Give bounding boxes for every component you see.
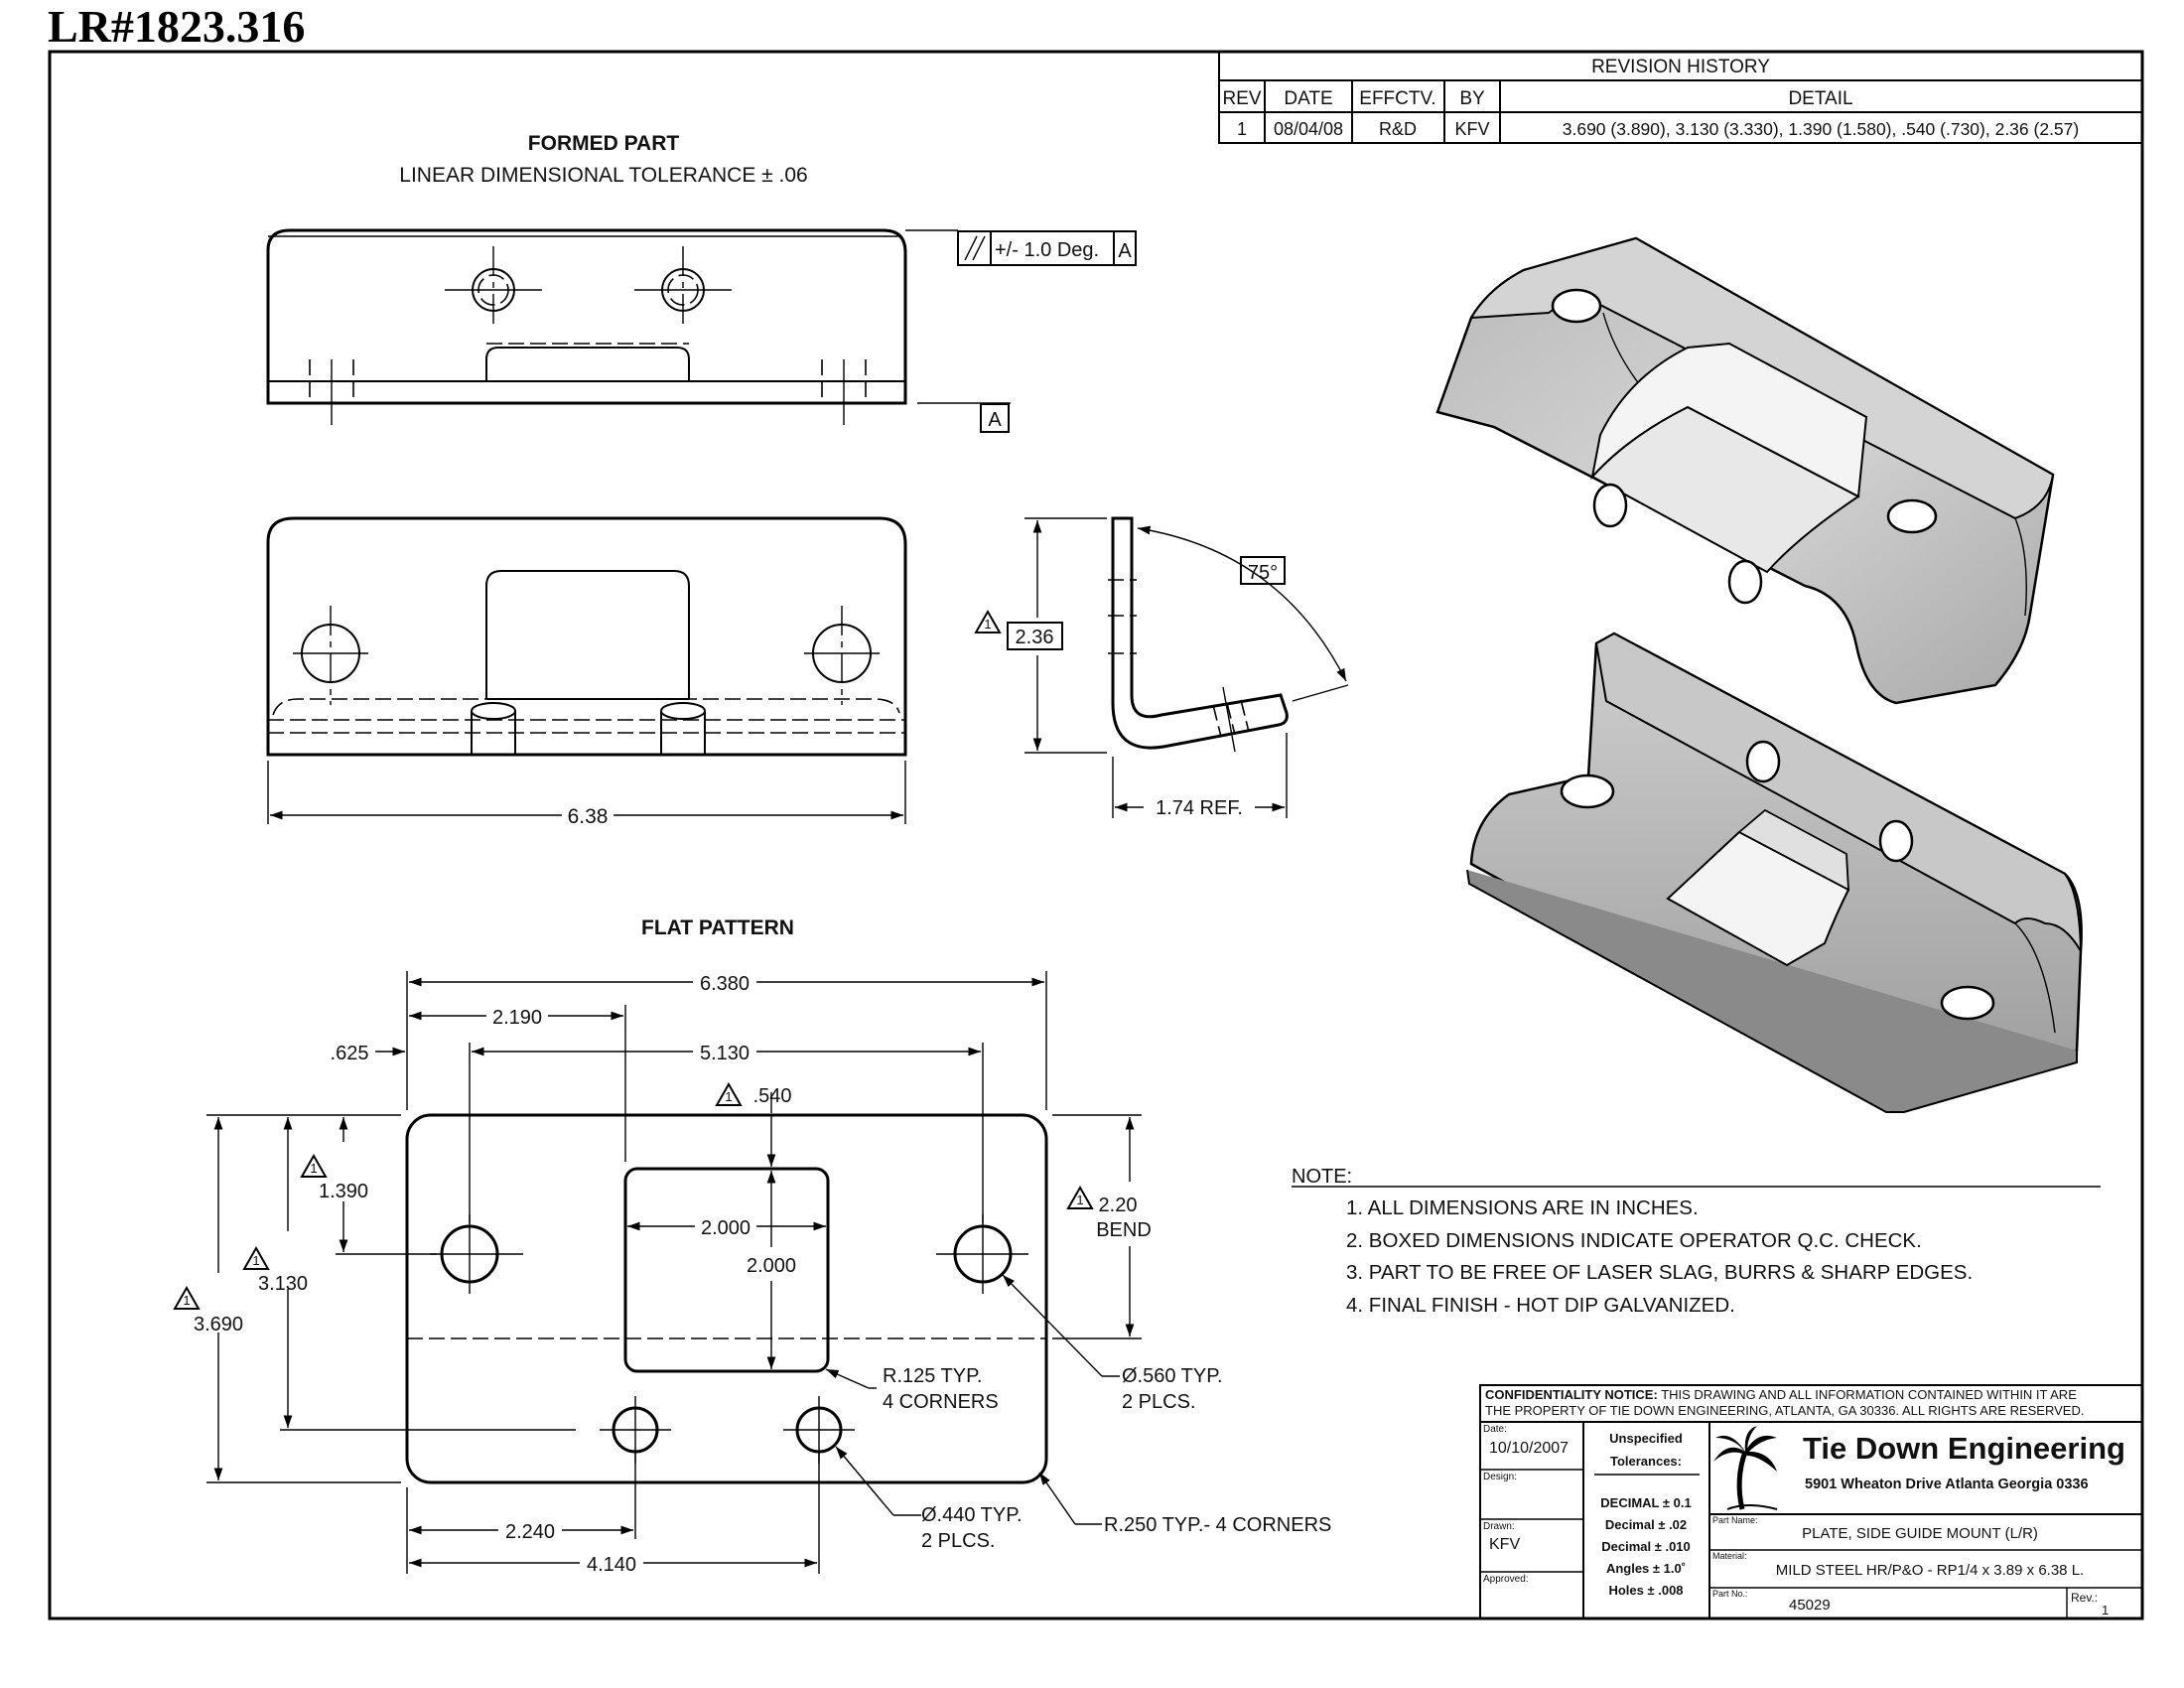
note-2: 2. BOXED DIMENSIONS INDICATE OPERATOR Q.… <box>1346 1229 1922 1252</box>
dim-square-height: 2.000 <box>747 1255 796 1277</box>
callout-d440: Ø.440 TYP. <box>921 1504 1023 1526</box>
design-label: Design: <box>1483 1472 1517 1482</box>
rev-triangle-3690: 1 <box>183 1293 190 1308</box>
tol-decimal-3: Decimal ± .010 <box>1601 1539 1691 1554</box>
note-3: 3. PART TO BE FREE OF LASER SLAG, BURRS … <box>1346 1261 1973 1284</box>
dim-hole-height: 1.390 <box>319 1181 368 1202</box>
callout-r125-count: 4 CORNERS <box>883 1391 999 1413</box>
parallelism-tolerance: +/- 1.0 Deg. <box>995 239 1099 261</box>
approved-label: Approved: <box>1483 1574 1529 1585</box>
detail-cell: 3.690 (3.890), 3.130 (3.330), 1.390 (1.5… <box>1563 119 2079 139</box>
date-cell: 08/04/08 <box>1274 119 1343 139</box>
detail-header: DETAIL <box>1788 88 1852 109</box>
parallelism-datum: A <box>1118 240 1132 262</box>
company-address: 5901 Wheaton Drive Atlanta Georgia 0336 <box>1805 1477 2089 1492</box>
rev-header: REV <box>1222 88 1261 109</box>
title-block: CONFIDENTIALITY NOTICE: THIS DRAWING AND… <box>1479 1384 2143 1619</box>
material: MILD STEEL HR/P&O - RP1/4 x 3.89 x 6.38 … <box>1776 1562 2084 1579</box>
rev-label: Rev.: <box>2071 1591 2098 1605</box>
callout-r250: R.250 TYP.- 4 CORNERS <box>1104 1514 1331 1536</box>
dim-formed-height: 2.36 <box>1016 627 1054 648</box>
datum-a-label: A <box>988 409 1002 431</box>
material-label: Material: <box>1712 1551 1747 1561</box>
dim-small-hole-x2: 4.140 <box>587 1554 636 1576</box>
flat-pattern-view <box>405 1113 1048 1484</box>
dim-ref-depth: 1.74 REF. <box>1156 797 1243 819</box>
rev-triangle-1390: 1 <box>310 1161 317 1176</box>
rev-triangle-236: 1 <box>984 617 991 632</box>
formed-part-tolerance: LINEAR DIMENSIONAL TOLERANCE ± .06 <box>399 164 807 187</box>
company-name: Tie Down Engineering <box>1803 1431 2125 1466</box>
document-id: LR#1823.316 <box>48 1 305 52</box>
drawn-value: KFV <box>1489 1536 1520 1553</box>
effctv-cell: R&D <box>1379 119 1417 139</box>
by-header: BY <box>1459 88 1485 109</box>
dim-square-top: .540 <box>753 1085 792 1107</box>
dim-hole-spacing: 5.130 <box>700 1043 750 1064</box>
note-1: 1. ALL DIMENSIONS ARE IN INCHES. <box>1346 1196 1699 1219</box>
formed-part-side-view: 1 2.36 75° 1.74 REF. <box>974 516 1349 819</box>
dim-hole-edge: .625 <box>331 1043 369 1064</box>
note-4: 4. FINAL FINISH - HOT DIP GALVANIZED. <box>1346 1294 1735 1317</box>
tol-decimal-1: DECIMAL ± 0.1 <box>1600 1495 1691 1510</box>
revision-history-title: REVISION HISTORY <box>1591 57 1770 77</box>
dim-bend: 2.20 <box>1099 1195 1138 1216</box>
rev-triangle-bend: 1 <box>1076 1193 1083 1207</box>
rev-cell: 1 <box>1237 119 1247 139</box>
callout-d560: Ø.560 TYP. <box>1122 1365 1223 1387</box>
drawn-label: Drawn: <box>1483 1521 1515 1532</box>
notes-title: NOTE: <box>1292 1166 1352 1188</box>
dim-overall-width: 6.380 <box>700 973 750 995</box>
part-name-label: Part Name: <box>1712 1515 1758 1525</box>
date-header: DATE <box>1284 88 1332 109</box>
confidentiality-label: CONFIDENTIALITY NOTICE: THIS DRAWING AND… <box>1485 1387 2077 1402</box>
dim-square-offset: 2.190 <box>492 1007 542 1029</box>
formed-part-title: FORMED PART <box>528 132 680 155</box>
rev-triangle-540: 1 <box>725 1089 732 1104</box>
dim-small-hole-x1: 2.240 <box>505 1521 555 1543</box>
rev-triangle-3130: 1 <box>252 1253 259 1268</box>
isometric-view-upper <box>1435 236 2055 705</box>
isometric-view-lower <box>1466 632 2083 1113</box>
part-no-label: Part No.: <box>1712 1589 1748 1599</box>
tol-holes: Holes ± .008 <box>1608 1583 1683 1598</box>
flat-pattern-title: FLAT PATTERN <box>641 916 794 939</box>
dim-bend-label: BEND <box>1096 1219 1152 1241</box>
tolerances-label: Tolerances: <box>1610 1454 1682 1469</box>
date-label: Date: <box>1483 1424 1507 1435</box>
rev-value: 1 <box>2102 1603 2109 1618</box>
dim-small-hole-height: 3.130 <box>258 1273 308 1295</box>
dim-square-width: 2.000 <box>701 1217 751 1239</box>
date-value: 10/10/2007 <box>1489 1440 1569 1457</box>
tol-angles: Angles ± 1.0˚ <box>1606 1561 1686 1576</box>
effctv-header: EFFCTV. <box>1359 88 1435 109</box>
callout-d560-count: 2 PLCS. <box>1122 1391 1195 1413</box>
revision-history-table: REVISION HISTORY REV DATE EFFCTV. BY DET… <box>1218 51 2143 144</box>
callout-d440-count: 2 PLCS. <box>921 1530 995 1552</box>
tol-decimal-2: Decimal ± .02 <box>1605 1517 1687 1532</box>
sheet-border <box>48 50 2144 1620</box>
by-cell: KFV <box>1454 119 1489 139</box>
formed-part-front-view: 6.38 <box>266 516 907 828</box>
dim-bend-angle: 75° <box>1248 562 1278 584</box>
callout-r125: R.125 TYP. <box>883 1365 982 1387</box>
part-no: 45029 <box>1789 1597 1831 1614</box>
flat-pattern-callouts: R.125 TYP. 4 CORNERS Ø.560 TYP. 2 PLCS. … <box>825 1274 1331 1552</box>
dim-formed-width: 6.38 <box>568 805 609 828</box>
part-name: PLATE, SIDE GUIDE MOUNT (L/R) <box>1802 1525 2038 1542</box>
notes-block: NOTE: 1. ALL DIMENSIONS ARE IN INCHES. 2… <box>1292 1166 2101 1317</box>
company-logo <box>1713 1426 1778 1510</box>
confidentiality-line2: THE PROPERTY OF TIE DOWN ENGINEERING, AT… <box>1485 1403 2084 1418</box>
formed-part-top-view: +/- 1.0 Deg. A A <box>266 228 1137 433</box>
unspecified-label: Unspecified <box>1609 1431 1683 1446</box>
dim-overall-height: 3.690 <box>194 1314 243 1336</box>
flat-pattern-dimensions: 6.380 2.190 .625 5.130 1 .540 2.000 2.00… <box>173 971 1152 1576</box>
